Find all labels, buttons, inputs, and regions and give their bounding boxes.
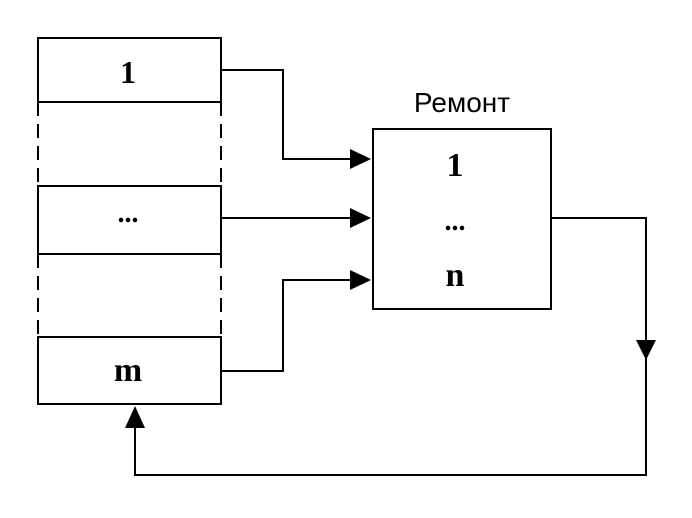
arrowhead-down-icon — [636, 340, 656, 360]
repair-label-middle: ... — [445, 206, 466, 237]
arrowhead-up-icon — [125, 406, 145, 428]
arrowhead-top-icon — [350, 149, 371, 169]
arrowhead-middle-icon — [350, 208, 371, 228]
left-stack-label-top: 1 — [120, 54, 136, 90]
arrowhead-bottom-icon — [350, 270, 371, 290]
repair-label-bottom: n — [446, 257, 465, 294]
connector-bottom-to-repair — [221, 279, 352, 372]
left-stack-label-bottom: m — [114, 352, 142, 389]
left-stack-label-middle: ... — [118, 198, 139, 229]
repair-title: Ремонт — [414, 87, 510, 118]
connector-top-to-repair — [221, 69, 352, 160]
left-stack-box-middle — [37, 185, 222, 255]
repair-label-top: 1 — [447, 147, 464, 184]
connector-repair-return — [134, 217, 647, 476]
